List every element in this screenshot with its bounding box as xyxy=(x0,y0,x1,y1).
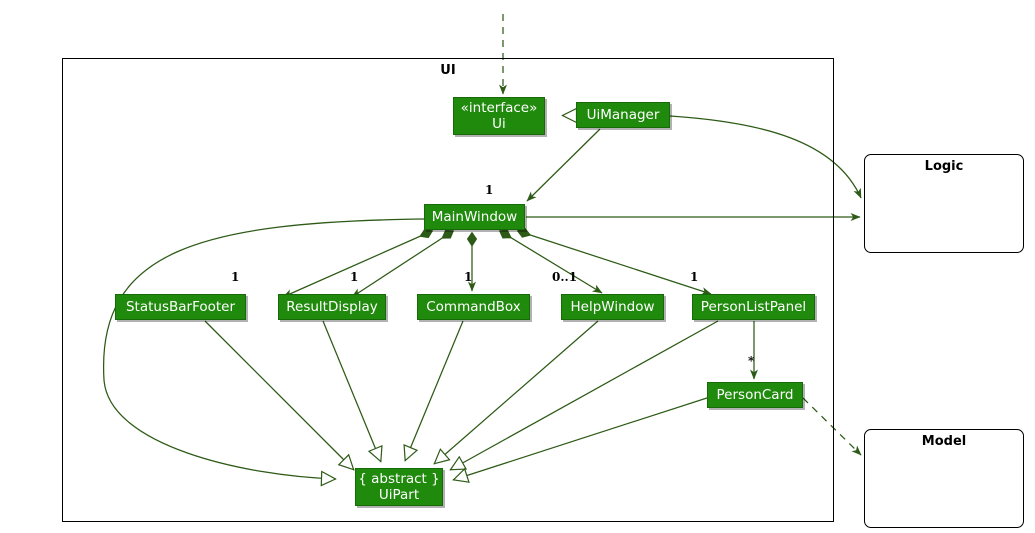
class-box-commandbox[interactable]: CommandBox xyxy=(417,294,530,320)
package-frame-model: Model xyxy=(864,429,1024,528)
class-name-helpwindow: HelpWindow xyxy=(570,299,655,315)
package-label-ui: UI xyxy=(440,63,456,78)
multiplicity-label-personcard: * xyxy=(748,354,755,368)
class-name-ui: Ui xyxy=(492,116,506,132)
package-frame-ui: UI xyxy=(62,58,834,522)
class-box-uipart[interactable]: { abstract } UiPart xyxy=(355,468,443,506)
class-box-mainwindow[interactable]: MainWindow xyxy=(424,204,525,230)
class-box-resultdisplay[interactable]: ResultDisplay xyxy=(278,294,386,320)
class-name-personcard: PersonCard xyxy=(716,387,794,403)
multiplicity-label-commandbox: 1 xyxy=(464,270,473,284)
class-name-uimanager: UiManager xyxy=(586,107,660,123)
package-frame-logic: Logic xyxy=(864,154,1024,253)
class-name-uipart: UiPart xyxy=(378,487,420,503)
class-name-personlistpanel: PersonListPanel xyxy=(700,299,807,315)
class-box-helpwindow[interactable]: HelpWindow xyxy=(561,294,664,320)
class-name-resultdisplay: ResultDisplay xyxy=(286,299,378,315)
multiplicity-label-resultdisplay: 1 xyxy=(350,270,359,284)
class-name-mainwindow: MainWindow xyxy=(431,209,518,225)
multiplicity-label-statusbarfooter: 1 xyxy=(231,270,240,284)
multiplicity-label-mainwindow: 1 xyxy=(485,183,494,197)
multiplicity-label-personlistpanel: 1 xyxy=(690,270,699,284)
class-box-statusbarfooter[interactable]: StatusBarFooter xyxy=(115,294,246,320)
multiplicity-label-helpwindow: 0..1 xyxy=(552,270,578,284)
package-label-model: Model xyxy=(921,434,967,449)
class-modifier-uipart: { abstract } xyxy=(358,471,440,487)
package-label-logic: Logic xyxy=(924,159,964,174)
class-box-ui-interface[interactable]: «interface» Ui xyxy=(453,97,545,135)
class-name-statusbarfooter: StatusBarFooter xyxy=(125,299,236,315)
class-box-personlistpanel[interactable]: PersonListPanel xyxy=(692,294,815,320)
class-name-commandbox: CommandBox xyxy=(426,299,521,315)
class-box-personcard[interactable]: PersonCard xyxy=(707,382,803,408)
class-box-uimanager[interactable]: UiManager xyxy=(576,102,670,128)
class-stereotype-ui: «interface» xyxy=(460,100,538,116)
